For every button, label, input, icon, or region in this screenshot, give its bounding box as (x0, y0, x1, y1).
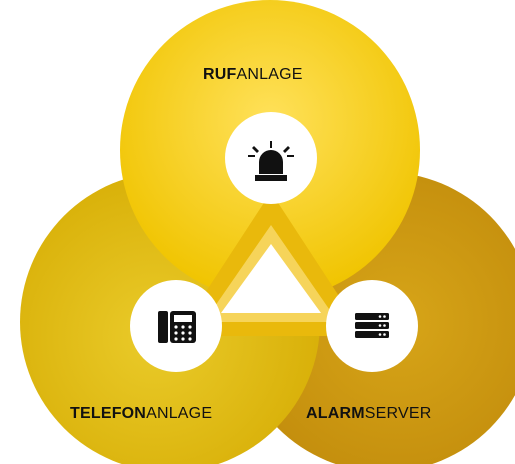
server-rack-icon (355, 313, 389, 338)
desk-phone-icon (158, 311, 196, 343)
alarmserver-label: ALARMSERVER (306, 405, 431, 423)
connection-triangle (177, 192, 365, 336)
alarm-beacon-icon (248, 141, 294, 181)
alarmserver-badge (326, 280, 418, 372)
rufanlage-badge (225, 112, 317, 204)
telefonanlage-label-rest: ANLAGE (146, 405, 213, 422)
rufanlage-label-rest: ANLAGE (236, 66, 303, 83)
telefonanlage-badge (130, 280, 222, 372)
telefonanlage-label: TELEFONANLAGE (70, 405, 212, 423)
rufanlage-label-bold: RUF (203, 66, 237, 83)
telefonanlage-label-bold: TELEFON (70, 405, 147, 422)
rufanlage-label: RUFANLAGE (203, 66, 303, 84)
alarmserver-label-rest: SERVER (364, 405, 432, 422)
alarmserver-label-bold: ALARM (306, 405, 365, 422)
